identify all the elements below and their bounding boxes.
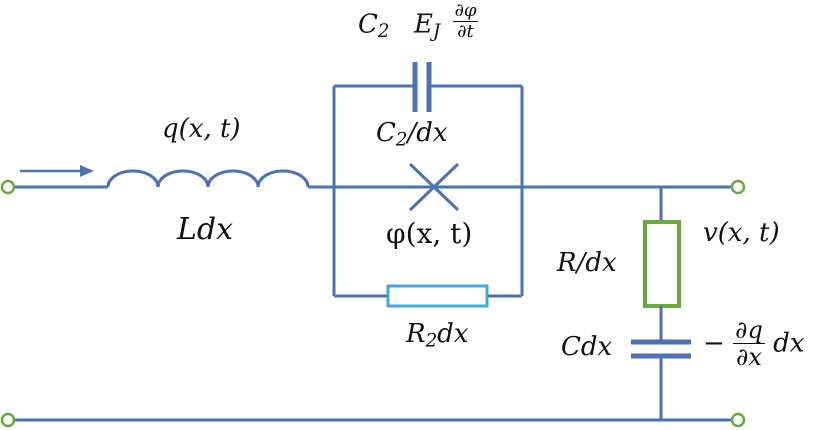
label-q-x-t: q(x, t) (162, 114, 241, 144)
resistor-r2 (386, 284, 489, 308)
label-v-x-t: v(x, t) (703, 218, 780, 248)
capacitor-c2 (412, 62, 432, 112)
c2-subscript: 2 (377, 21, 390, 43)
ej-subscript: J (433, 21, 441, 43)
label-r2-dx: R2dx (406, 321, 468, 351)
c2dx-symbol: C (376, 118, 396, 148)
dq-denominator: ∂x (735, 343, 762, 371)
current-arrow (20, 165, 94, 177)
label-cdx: Cdx (561, 332, 613, 362)
label-r-dx: R/dx (557, 248, 617, 278)
terminal-output-top (730, 179, 746, 195)
dphi-numerator: ∂φ (452, 0, 479, 22)
label-c2-ej-dphi-dt: C2 EJ ∂φ ∂t (358, 2, 479, 45)
terminal-output-bottom (730, 412, 746, 428)
terminal-input-top (0, 179, 16, 195)
dq-numerator: ∂q (733, 316, 765, 344)
dphi-denominator: ∂t (457, 21, 474, 42)
label-c2-dx: C2/dx (376, 120, 448, 150)
parallel-loop (332, 84, 524, 298)
ej-symbol: E (414, 9, 433, 40)
c2dx-rest: /dx (407, 118, 448, 148)
josephson-junction (408, 162, 460, 212)
c2dx-subscript: 2 (395, 129, 408, 151)
inductor (106, 169, 310, 188)
label-dq-dx: − ∂q ∂x dx (703, 318, 804, 369)
capacitor-c (631, 339, 691, 359)
minus-sign: − (703, 328, 725, 359)
resistor-r (643, 220, 681, 308)
r2dx-rest: dx (437, 319, 469, 349)
r2dx-symbol: R (406, 319, 426, 349)
r2dx-subscript: 2 (425, 330, 438, 352)
label-ldx: Ldx (177, 212, 234, 247)
c2-symbol: C (358, 9, 378, 40)
label-phi-x-t: φ(x, t) (386, 217, 473, 250)
dq-rest: dx (773, 328, 805, 359)
terminal-input-bottom (0, 412, 16, 428)
